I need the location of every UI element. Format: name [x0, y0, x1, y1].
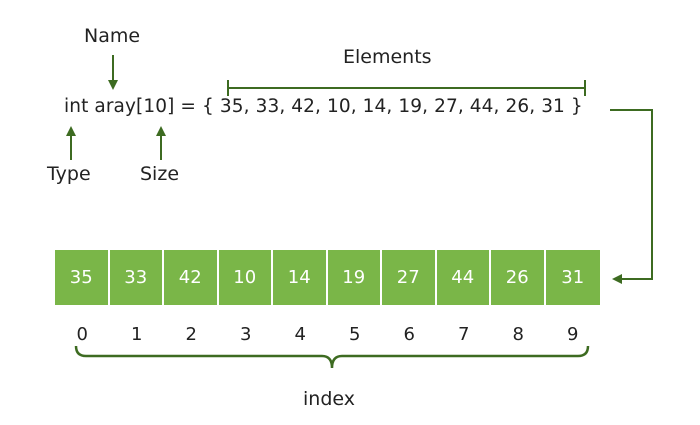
index-label: index: [303, 388, 355, 410]
array-cell: 19: [327, 250, 382, 305]
index-number: 9: [567, 324, 579, 345]
array-cell: 44: [436, 250, 491, 305]
array-name: aray: [94, 96, 137, 117]
connector-arrow: [610, 109, 653, 284]
type-label: Type: [47, 163, 91, 185]
array-cell: 26: [491, 250, 546, 305]
index-number: 1: [131, 324, 143, 345]
array-cell: 35: [55, 250, 110, 305]
type-keyword: int: [64, 96, 89, 117]
index-number: 8: [512, 324, 524, 345]
index-number: 7: [458, 324, 470, 345]
elements-label: Elements: [343, 46, 432, 68]
array-cell: 14: [273, 250, 328, 305]
array-cell: 27: [382, 250, 437, 305]
index-number: 5: [349, 324, 361, 345]
array-cell: 10: [218, 250, 273, 305]
array-size: [10]: [136, 96, 175, 117]
index-row: 0 1 2 3 4 5 6 7 8 9: [55, 326, 600, 344]
index-number: 3: [240, 324, 252, 345]
array-cell: 31: [545, 250, 600, 305]
elements-bracket: [227, 80, 586, 96]
index-number: 0: [76, 324, 88, 345]
array-cell: 33: [109, 250, 164, 305]
index-brace: [74, 345, 590, 369]
array-declaration: int aray[10] = { 35, 33, 42, 10, 14, 19,…: [64, 96, 583, 117]
equals-sign: =: [180, 96, 197, 117]
name-label: Name: [84, 25, 141, 47]
index-number: 2: [185, 324, 197, 345]
size-label: Size: [140, 163, 180, 185]
array-cell: 42: [164, 250, 219, 305]
element-values: 35, 33, 42, 10, 14, 19, 27, 44, 26, 31: [219, 96, 565, 117]
open-brace: {: [202, 96, 214, 117]
index-number: 6: [403, 324, 415, 345]
close-brace: }: [570, 96, 583, 117]
array-cells: 35 33 42 10 14 19 27 44 26 31: [55, 250, 600, 305]
index-number: 4: [294, 324, 306, 345]
